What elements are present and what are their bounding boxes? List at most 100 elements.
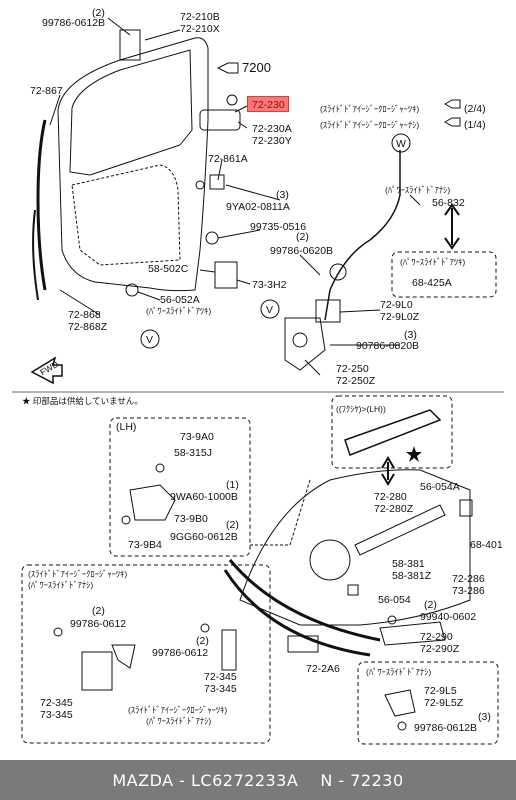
label: 56-054: [378, 594, 411, 606]
label: 73-9A0: [180, 431, 214, 443]
ref-arrow-icon: [216, 62, 239, 74]
label: (ｽﾗｲﾄﾞﾄﾞｱｲｰｼﾞｰｸﾛｰｼﾞｬｰﾂｷ): [320, 104, 419, 114]
clip-72-861a: [209, 174, 225, 190]
bracket-72-345: [221, 629, 237, 671]
label: 72-867: [30, 85, 63, 97]
cover-72-290: [379, 621, 446, 646]
label: 72-286: [452, 573, 485, 585]
arrow-icon: [444, 203, 460, 250]
label: 99786-0620B: [270, 245, 333, 257]
label: (3): [404, 329, 417, 341]
part-number: MAZDA - LC6272233A: [112, 770, 299, 790]
label: (2): [296, 231, 309, 243]
roller-assembly: [199, 109, 241, 131]
clip-56-054: [347, 584, 359, 596]
bolt-99735: [205, 231, 219, 245]
label: 99940-0602: [420, 611, 476, 623]
label: 72-290: [420, 631, 453, 643]
latch-72-250: [284, 317, 326, 371]
label: (ﾊﾟﾜｰｽﾗｲﾄﾞﾄﾞｱﾂｷ): [146, 306, 211, 316]
label: 56-054A: [420, 481, 460, 493]
label: (3): [276, 189, 289, 201]
label: 73-345: [204, 683, 237, 695]
callout-v1: [140, 329, 160, 349]
label: 90786-0820B: [356, 340, 419, 352]
label: (ﾊﾟﾜｰｽﾗｲﾄﾞﾄﾞｱﾅｼ): [146, 716, 211, 726]
label: 9WA60-1000B: [170, 491, 238, 503]
label: 73-286: [452, 585, 485, 597]
label: 99786-0612: [152, 647, 208, 659]
callout-v2: [260, 299, 280, 319]
wheel: [309, 539, 351, 581]
label: 72-868Z: [68, 321, 108, 333]
door-window: [69, 49, 193, 176]
label: FWD: [38, 359, 60, 377]
weatherstrip-72-867: [36, 119, 47, 291]
label: (1/4): [464, 119, 486, 131]
label: (ｽﾗｲﾄﾞﾄﾞｱｲｰｼﾞｰｸﾛｰｼﾞｬｰﾂｷ): [28, 569, 127, 579]
label: 58-381Z: [392, 570, 432, 582]
door-outline: [57, 37, 209, 292]
star-icon: [406, 446, 422, 462]
label: (2): [196, 635, 209, 647]
label: (ﾊﾟﾜｰｽﾗｲﾄﾞﾄﾞｱﾂｷ): [400, 257, 465, 267]
label: (2): [226, 519, 239, 531]
label: (ﾊﾟﾜｰｽﾗｲﾄﾞﾄﾞｱﾅｼ): [385, 185, 450, 195]
label: 68-401: [470, 539, 503, 551]
module-72-345: [81, 651, 113, 691]
label: 72-345: [40, 697, 73, 709]
latch-72-9l0: [315, 299, 341, 323]
label: (ﾊﾟﾜｰｽﾗｲﾄﾞﾄﾞｱﾅｼ): [28, 580, 93, 590]
weatherstrip-72-868: [32, 209, 39, 301]
label: (2/4): [464, 103, 486, 115]
label: (1): [226, 479, 239, 491]
label: 73-9B0: [174, 513, 208, 525]
label: 72-210B: [180, 11, 220, 23]
label: 72-230A: [252, 123, 292, 135]
label: 72-2A6: [306, 663, 340, 675]
reference-number: N - 72230: [320, 770, 404, 790]
label: (2): [92, 605, 105, 617]
label: (ｽﾗｲﾄﾞﾄﾞｱｲｰｼﾞｰｸﾛｰｼﾞｬｰﾅｼ): [320, 120, 419, 130]
label: 72-9L0: [380, 299, 413, 311]
label: 73-345: [40, 709, 73, 721]
callout-w: [391, 133, 411, 153]
roller-wheel: [226, 94, 238, 106]
label: (3): [478, 711, 491, 723]
label: (2): [92, 7, 105, 19]
label: 7200: [242, 60, 271, 75]
label: 72-280Z: [374, 503, 414, 515]
label: (2): [424, 599, 437, 611]
label: 9YA02-0811A: [226, 201, 290, 213]
label: 72-250Z: [336, 375, 376, 387]
label: 99786-0612B: [42, 17, 105, 29]
label: 58-315J: [174, 447, 212, 459]
highlighted-part-marker: [247, 96, 289, 112]
label: 58-502C: [148, 263, 189, 275]
label: 72-868: [68, 309, 101, 321]
label: 72-280: [374, 491, 407, 503]
label: V: [266, 304, 273, 316]
label: 56-052A: [160, 294, 200, 306]
vehicle-body: [239, 469, 471, 626]
label: 72-210X: [180, 23, 220, 35]
label: ((ﾌｸｼﾔ)>(LH)): [336, 404, 386, 414]
label: 72-290Z: [420, 643, 460, 655]
cable-guide: [329, 263, 347, 281]
label: 72-9L5: [424, 685, 457, 697]
note: ★ 印部品は供給していません。: [22, 396, 143, 406]
label: (ｽﾗｲﾄﾞﾄﾞｱｲｰｼﾞｰｸﾛｰｼﾞｬｰﾂｷ): [128, 705, 227, 715]
flush-box: [331, 395, 453, 469]
highlighted-label: 72-230: [252, 99, 285, 111]
label: 72-345: [204, 671, 237, 683]
label: 72-9L0Z: [380, 311, 420, 323]
part-72-2a6: [287, 635, 319, 653]
power-none-box: [357, 661, 499, 745]
label: 72-861A: [208, 153, 248, 165]
clip-68-401: [459, 499, 473, 517]
garnish-flush: [344, 409, 442, 456]
label: W: [396, 138, 406, 150]
footer-bar: MAZDA - LC6272233A N - 72230: [0, 760, 516, 800]
label: 73-3H2: [252, 279, 287, 291]
label: 72-230Y: [252, 135, 292, 147]
